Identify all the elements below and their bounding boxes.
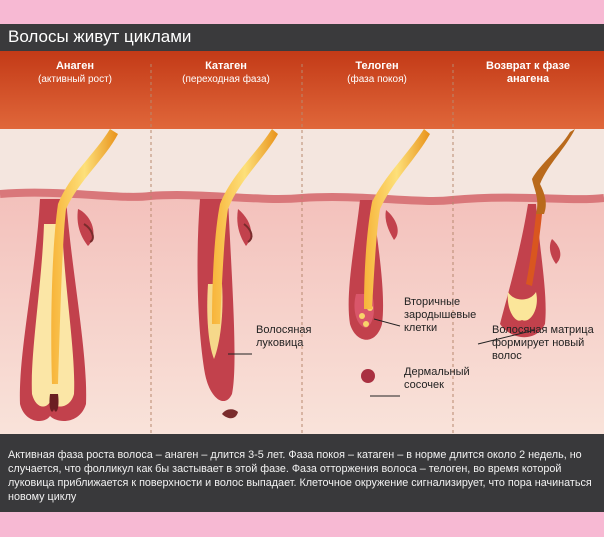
label-line: Дермальный bbox=[404, 366, 470, 378]
skin-layer bbox=[0, 192, 604, 434]
phase-name: Телоген bbox=[355, 60, 399, 72]
phase-name: Катаген bbox=[205, 60, 247, 72]
anagen-follicle bbox=[19, 129, 118, 421]
page-title: Волосы живут циклами bbox=[8, 27, 192, 46]
phase-header-telogen: Телоген (фаза покоя) bbox=[302, 60, 452, 86]
caption-box: Активная фаза роста волоса – анаген – дл… bbox=[0, 434, 604, 512]
label-line: Волосяная bbox=[256, 324, 312, 336]
phase-header-return: Возврат к фазе анагена bbox=[453, 60, 603, 86]
phase-subtitle: (фаза покоя) bbox=[347, 74, 407, 85]
phase-name-line2: анагена bbox=[506, 73, 550, 85]
label-hair-matrix: Волосяная матрица формирует новый волос bbox=[492, 324, 594, 363]
label-line: волос bbox=[492, 350, 522, 362]
catagen-follicle bbox=[197, 129, 278, 419]
label-line: клетки bbox=[404, 322, 438, 334]
phase-header-catagen: Катаген (переходная фаза) bbox=[151, 60, 301, 86]
phase-name: Анаген bbox=[55, 60, 95, 72]
label-line: сосочек bbox=[404, 379, 444, 391]
label-line: Волосяная матрица bbox=[492, 324, 594, 336]
return-anagen-follicle bbox=[500, 129, 575, 338]
phase-subtitle: (активный рост) bbox=[38, 74, 112, 85]
pointer-lines bbox=[228, 318, 536, 397]
title-bar: Волосы живут циклами bbox=[0, 24, 604, 51]
hair-cycle-diagram bbox=[0, 51, 604, 434]
label-dermal-papilla: Дермальный сосочек bbox=[404, 366, 470, 392]
phase-name: Возврат к фазе bbox=[486, 60, 570, 72]
label-line: зародышевые bbox=[404, 309, 477, 321]
caption-text: Активная фаза роста волоса – анаген – дл… bbox=[8, 449, 592, 503]
column-dividers bbox=[150, 64, 454, 434]
label-line: Вторичные bbox=[404, 296, 461, 308]
label-germ-cells: Вторичные зародышевые клетки bbox=[404, 296, 476, 335]
phase-subtitle: (переходная фаза) bbox=[182, 74, 270, 85]
label-line: луковица bbox=[256, 337, 304, 349]
infographic: Волосы живут циклами Анаген (активный ро… bbox=[0, 24, 604, 512]
phase-header-anagen: Анаген (активный рост) bbox=[0, 60, 150, 86]
label-hair-bulb: Волосяная луковица bbox=[256, 324, 311, 350]
label-line: формирует новый bbox=[492, 337, 585, 349]
telogen-follicle bbox=[348, 129, 430, 383]
